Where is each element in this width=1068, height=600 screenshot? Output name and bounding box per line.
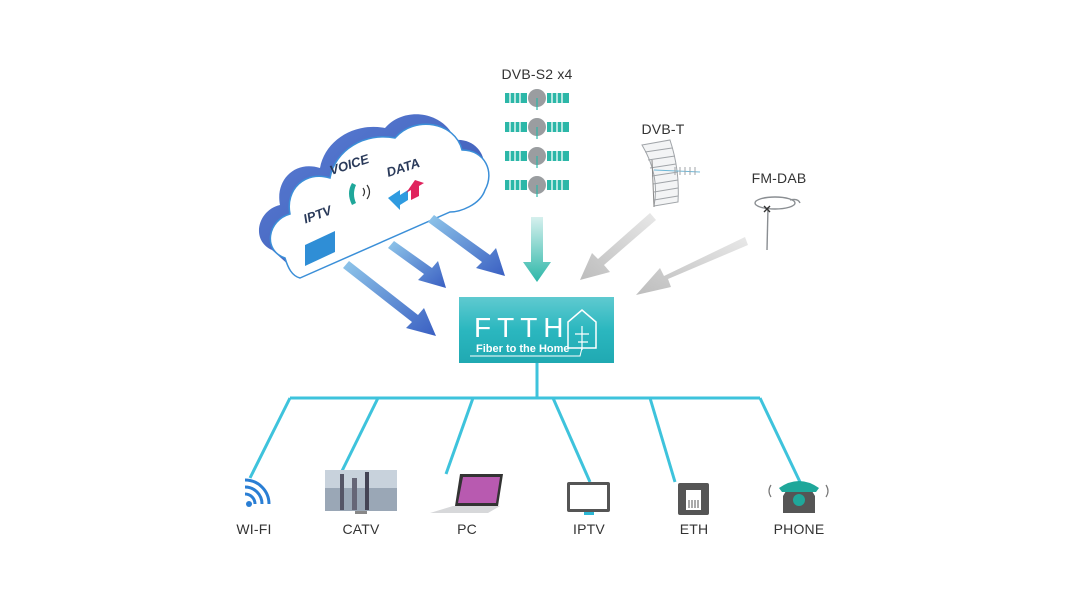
tv-icon bbox=[325, 470, 397, 514]
iptv-screen-icon bbox=[305, 231, 335, 266]
satellite-icon bbox=[505, 147, 569, 168]
ftth-hub bbox=[459, 297, 614, 363]
wifi-icon bbox=[244, 478, 271, 507]
fm-dab-label: FM-DAB bbox=[751, 170, 807, 186]
dvb-t-antenna-icon bbox=[641, 139, 701, 208]
hub-subtitle: Fiber to the Home bbox=[476, 343, 570, 355]
hub-title: FTTH bbox=[474, 312, 570, 343]
monitor-icon bbox=[567, 482, 610, 515]
satellite-icon bbox=[505, 176, 569, 197]
dvb-t-arrow bbox=[580, 213, 656, 280]
dvb-t-label: DVB-T bbox=[641, 121, 685, 137]
satellite-icon bbox=[505, 118, 569, 139]
fiber-distribution-lines bbox=[248, 363, 802, 483]
satellite-icon bbox=[505, 89, 569, 110]
voice-phone-icon bbox=[349, 183, 371, 205]
phone-icon bbox=[768, 481, 829, 513]
satellite-arrow bbox=[523, 217, 551, 282]
cloud-arrow bbox=[343, 215, 505, 336]
output-label: PC bbox=[457, 521, 477, 537]
output-label: CATV bbox=[342, 521, 380, 537]
output-label: IPTV bbox=[573, 521, 605, 537]
fm-dab-antenna-icon bbox=[754, 196, 801, 251]
fm-dab-arrow bbox=[636, 237, 748, 295]
cloud-icon bbox=[258, 114, 490, 279]
laptop-icon bbox=[430, 474, 503, 513]
output-label: WI-FI bbox=[236, 521, 272, 537]
satellite-group bbox=[505, 89, 569, 197]
output-label: PHONE bbox=[773, 521, 825, 537]
satellite-label: DVB-S2 x4 bbox=[501, 66, 573, 82]
output-label: ETH bbox=[679, 521, 709, 537]
ethernet-port-icon bbox=[678, 483, 709, 515]
data-arrows-icon bbox=[388, 180, 424, 210]
